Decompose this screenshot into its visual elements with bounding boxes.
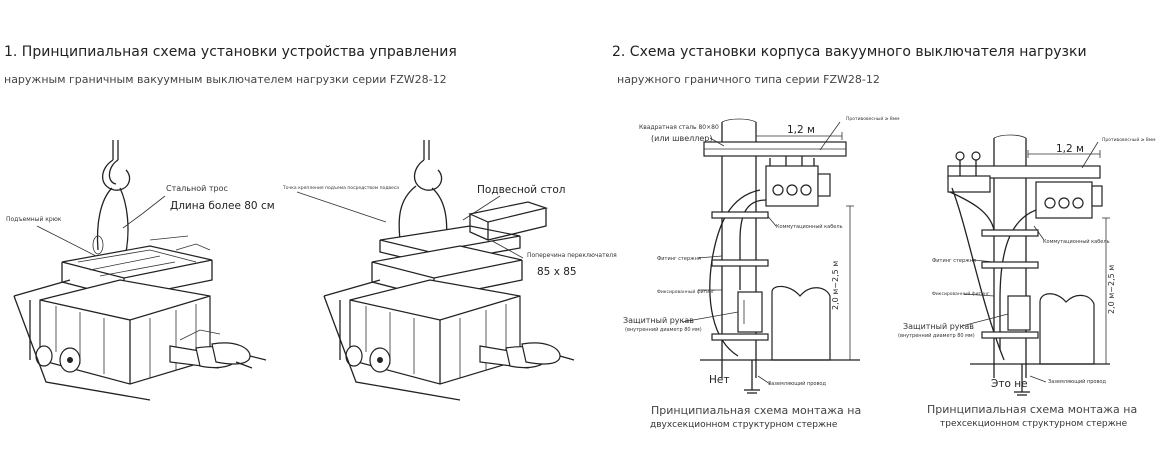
lifting-point-label: Точка крепления подъема посредством подв… [283, 186, 400, 191]
b-ground-label: Заземляющий провод [1048, 379, 1106, 385]
steel-rope-label: Стальной трос [166, 184, 228, 193]
length-label: Длина более 80 см [170, 200, 275, 212]
a-ground-label: Заземляющий провод [768, 381, 826, 387]
a-channel: (или швеллер) [651, 134, 713, 143]
section1-title: 1. Принципиальная схема установки устрой… [4, 44, 457, 60]
a-fitting-label: Фитинг стержня [657, 256, 701, 262]
b-no-label: Это не [991, 378, 1028, 390]
a-fitting2-label: Фиксированный фитинг [657, 290, 715, 295]
a-height-label: 2,0 м~2,5 м [831, 261, 840, 310]
b-sleeve: Защитный рукав [903, 322, 974, 331]
b-fitting2-label: Фиксированный фитинг [932, 292, 990, 297]
pole-drawing-2 [947, 134, 1110, 396]
lift-hook-label: Подъемный крюк [6, 216, 62, 223]
b-caption1: Принципиальная схема монтажа на [927, 403, 1138, 416]
hanging-table-label: Подвесной стол [477, 184, 566, 196]
crossbar-label: Поперечина переключателя [527, 252, 617, 259]
switch-device-drawing-2 [323, 245, 575, 401]
a-no-label: Нет [709, 374, 730, 386]
hanging-table-drawing [379, 201, 549, 265]
hook-icon [101, 140, 131, 191]
a-square-steel: Квадратная сталь 80×80 [639, 124, 719, 131]
b-top-note: Противовесный ≥ 8мм [1102, 138, 1156, 143]
section2-subtitle: наружного граничного типа серии FZW28-12 [617, 73, 880, 86]
b-fitting-label: Фитинг стержня [932, 258, 976, 264]
b-height-label: 2,0 м~2,5 м [1107, 265, 1116, 314]
switch-device-drawing [13, 235, 267, 401]
a-sleeve-diam: (внутренний диаметр 80 мм) [625, 327, 702, 333]
a-caption1: Принципиальная схема монтажа на [651, 404, 862, 417]
section1-subtitle: наружным граничным вакуумным выключателе… [4, 73, 447, 86]
a-sleeve: Защитный рукав [623, 316, 694, 325]
pole-drawing [681, 118, 860, 394]
b-cable-label: Коммутационный кабель [1043, 239, 1110, 245]
a-cable-label: Коммутационный кабель [776, 224, 843, 230]
steel-rope-drawing [36, 187, 166, 257]
section2-title: 2. Схема установки корпуса вакуумного вы… [612, 44, 1087, 60]
a-top-note: Противовесный ≥ 8мм [846, 117, 900, 122]
crossbar-size: 85 x 85 [537, 266, 577, 278]
b-caption2: трехсекционном структурном стержне [940, 419, 1128, 429]
a-caption2: двухсекционном структурном стержне [650, 420, 838, 430]
a-width: 1,2 м [787, 124, 815, 136]
b-sleeve-diam: (внутренний диаметр 80 мм) [898, 333, 975, 339]
b-width: 1,2 м [1056, 143, 1084, 155]
